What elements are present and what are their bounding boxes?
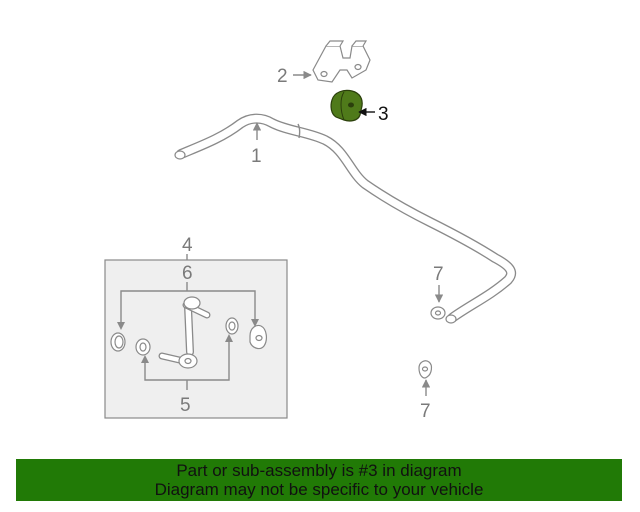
link-bushing-right[interactable] — [249, 324, 267, 350]
link-washer-left[interactable] — [135, 338, 151, 356]
bracket-part[interactable] — [312, 40, 371, 83]
link-bushing-left[interactable] — [110, 332, 126, 352]
stabilizer-bar[interactable] — [174, 113, 517, 324]
callout-4: 4 — [182, 235, 193, 256]
info-banner: Part or sub-assembly is #3 in diagram Di… — [16, 459, 622, 501]
grommet-lower[interactable] — [418, 360, 433, 379]
callout-1: 1 — [251, 146, 262, 167]
link-washer-right[interactable] — [225, 317, 239, 335]
callout-5-bracket — [144, 338, 230, 390]
callout-5: 5 — [180, 395, 191, 416]
callout-3: 3 — [378, 104, 389, 125]
stabilizer-link[interactable] — [158, 296, 211, 369]
grommet-upper[interactable] — [430, 306, 446, 320]
callout-7-upper: 7 — [433, 264, 444, 285]
callout-2: 2 — [277, 66, 288, 87]
callout-6: 6 — [182, 263, 193, 284]
callout-7-lower: 7 — [420, 401, 431, 422]
callout-6-bracket — [120, 282, 256, 325]
banner-line-1: Part or sub-assembly is #3 in diagram — [176, 461, 462, 480]
bushing-part-highlighted[interactable] — [330, 89, 363, 122]
banner-line-2: Diagram may not be specific to your vehi… — [154, 480, 484, 499]
